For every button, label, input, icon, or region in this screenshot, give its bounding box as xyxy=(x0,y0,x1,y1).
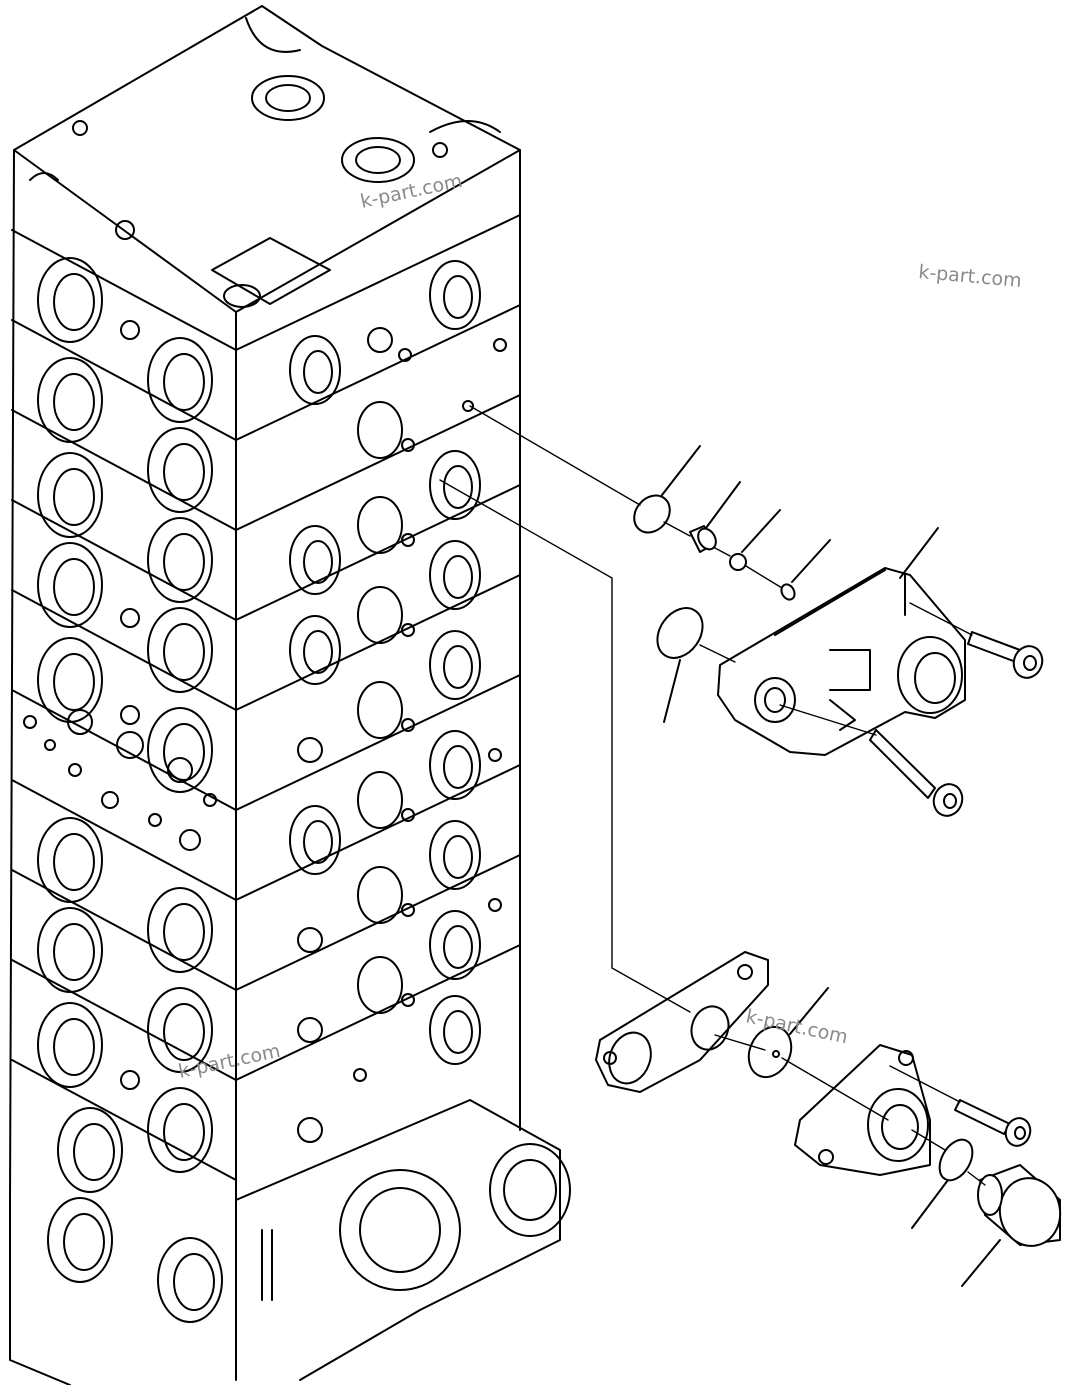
orifice-disc xyxy=(747,1025,793,1079)
leader-o-ring-small xyxy=(661,445,701,496)
leader-o-ring-large xyxy=(663,659,681,723)
leader-cap-plug xyxy=(961,1239,1001,1287)
flange-housing xyxy=(794,1044,931,1176)
o-ring-large xyxy=(656,607,704,659)
valve-left-ports xyxy=(23,220,223,1323)
cover-bolt-upper xyxy=(967,631,1044,679)
leader-o-ring-flange xyxy=(911,1179,949,1229)
cap-plug xyxy=(977,1164,1062,1247)
watermark-top-right: k-part.com xyxy=(918,261,1023,292)
leader-spacer xyxy=(705,481,741,529)
callout-leaders xyxy=(661,445,1001,1287)
watermark-top-center: k-part.com xyxy=(358,170,464,213)
control-valve-body xyxy=(9,5,571,1385)
o-ring-flange xyxy=(938,1138,974,1182)
mounting-plate xyxy=(595,951,769,1093)
plug-small xyxy=(780,583,796,601)
cover-block xyxy=(717,567,966,756)
valve-right-ports xyxy=(289,260,507,1143)
leader-orifice-disc xyxy=(789,987,829,1035)
cover-bolt-lower xyxy=(869,729,964,817)
leader-ball xyxy=(741,509,781,553)
ball xyxy=(729,553,747,571)
flange-bolt xyxy=(954,1099,1032,1147)
leader-cover-block xyxy=(899,527,939,579)
leader-plug-small xyxy=(791,539,831,583)
o-ring-small xyxy=(633,494,671,534)
assembly-lines xyxy=(439,405,986,1186)
spacer xyxy=(689,525,717,553)
upper-cover-assembly xyxy=(633,494,1044,817)
lower-plate-assembly xyxy=(595,951,1062,1247)
